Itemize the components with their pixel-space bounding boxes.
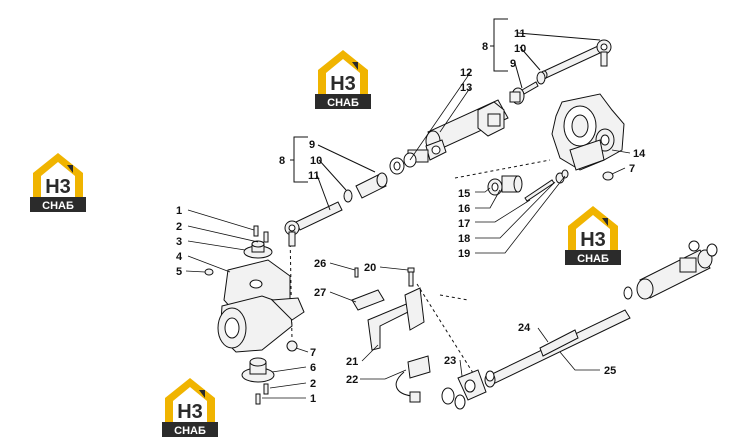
- kingpin-cap-lower: [241, 357, 275, 383]
- callout-19: 19: [458, 248, 470, 260]
- threaded-part-9-left: [355, 172, 388, 199]
- logo-caption: СНАБ: [174, 425, 206, 437]
- callout-14: 14: [633, 148, 646, 160]
- clip-part-27: [351, 289, 385, 311]
- logo-caption: СНАБ: [42, 200, 74, 212]
- callout-bracket-top-8: [490, 18, 601, 89]
- callout-left-8: 8: [279, 155, 285, 167]
- sensor-part-22: [395, 355, 431, 403]
- callout-labels: 11 10 9 8 12 13 14 7 15 16 17 18 19 9 10…: [176, 28, 646, 405]
- callout-12: 12: [460, 67, 472, 79]
- callout-22: 22: [346, 374, 358, 386]
- callout-left-10: 10: [310, 155, 322, 167]
- callout-1-lower: 1: [310, 393, 316, 405]
- nut-part-10-left: [343, 189, 353, 203]
- tie-rod-end-upper: [540, 39, 612, 80]
- callout-left-9: 9: [309, 139, 315, 151]
- tie-rod-end-left: [284, 201, 343, 247]
- steering-cylinder: [407, 99, 509, 163]
- callout-5: 5: [176, 266, 182, 278]
- nut-part-10-upper: [536, 71, 546, 85]
- callout-15: 15: [458, 188, 470, 200]
- bolt-part-1-upper: [253, 225, 269, 243]
- callout-18: 18: [458, 233, 470, 245]
- steering-knuckle-left: [217, 259, 305, 353]
- callout-3: 3: [176, 236, 182, 248]
- logo-mark: H3: [580, 229, 606, 251]
- callout-top-9: 9: [510, 58, 516, 70]
- bolt-part-9-upper: [521, 81, 539, 95]
- callout-1-upper: 1: [176, 205, 182, 217]
- callout-24: 24: [518, 322, 531, 334]
- logo-mark: H3: [330, 73, 356, 95]
- bushing-parts: [487, 169, 569, 202]
- callout-top-8: 8: [482, 41, 488, 53]
- callout-left-11: 11: [308, 170, 320, 182]
- callout-21: 21: [346, 356, 358, 368]
- callout-13: 13: [460, 82, 472, 94]
- clamp-ring-upper: [509, 87, 525, 105]
- callout-16: 16: [458, 203, 470, 215]
- cylinder-barrel-25: [636, 240, 718, 300]
- logo-mark: H3: [177, 401, 203, 423]
- screw-part-26: [354, 267, 359, 278]
- bolt-part-20: [407, 267, 415, 287]
- callout-25: 25: [604, 365, 616, 377]
- callout-7-right: 7: [629, 163, 635, 175]
- logo-mark: H3: [45, 176, 71, 198]
- callout-17: 17: [458, 218, 470, 230]
- logo-caption: СНАБ: [327, 97, 359, 109]
- callout-4: 4: [176, 251, 183, 263]
- callout-bracket-left-8: [290, 136, 376, 211]
- washer-part: [389, 157, 405, 175]
- steering-knuckle-right: [551, 93, 625, 171]
- leader-lines: [185, 72, 631, 399]
- callout-top-10: 10: [514, 43, 526, 55]
- bolt-parts-lower: [255, 383, 269, 405]
- callout-2-lower: 2: [310, 378, 316, 390]
- logo-caption: СНАБ: [577, 253, 609, 265]
- nut-part-5: [204, 268, 214, 276]
- seal-ring-lower: [623, 286, 633, 300]
- brand-logo: H3 СНАБ: [565, 206, 621, 265]
- brand-logo: H3 СНАБ: [162, 378, 218, 437]
- callout-6: 6: [310, 362, 316, 374]
- callout-7-left: 7: [310, 347, 316, 359]
- callout-26: 26: [314, 258, 326, 270]
- callout-2-upper: 2: [176, 221, 182, 233]
- callout-top-11: 11: [514, 28, 526, 40]
- bearing-part-23: [441, 369, 495, 410]
- nut-part-7-left: [286, 340, 298, 352]
- brand-logo: H3 СНАБ: [315, 50, 371, 109]
- brand-logo: H3 СНАБ: [30, 153, 86, 212]
- callout-23: 23: [444, 355, 456, 367]
- nut-part-7-right: [602, 171, 614, 181]
- callout-20: 20: [364, 262, 376, 274]
- sensor-bracket: [367, 287, 425, 351]
- callout-27: 27: [314, 287, 326, 299]
- alignment-lines: [289, 159, 551, 385]
- kingpin-cap-upper: [243, 240, 273, 259]
